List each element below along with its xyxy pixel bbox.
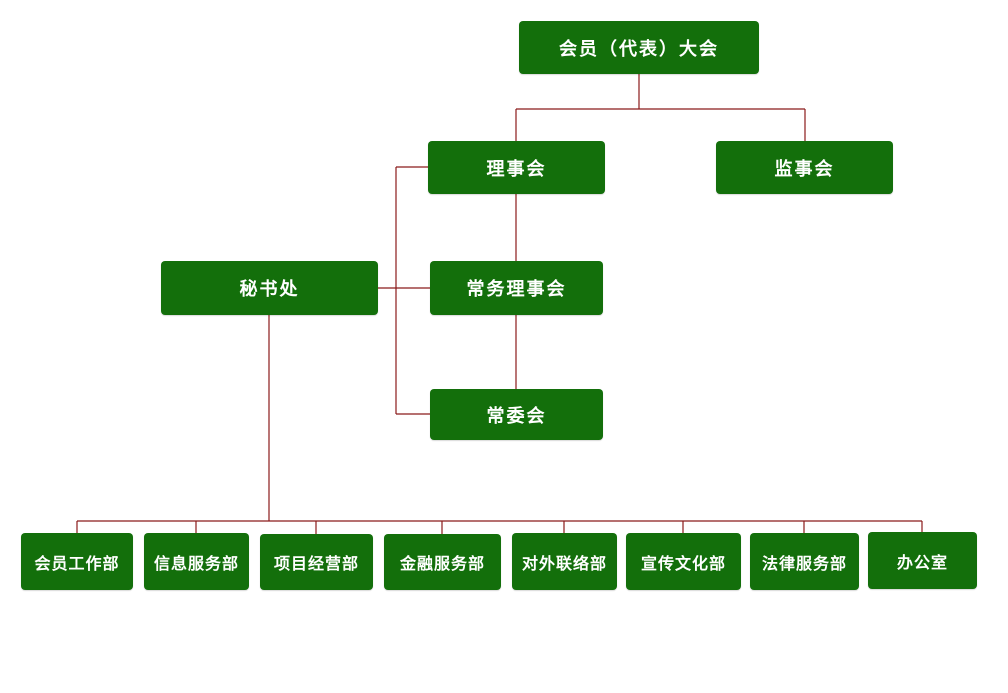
node-department: 对外联络部	[512, 533, 617, 590]
connector-assembly-branch	[515, 74, 806, 141]
node-standing-committee: 常委会	[430, 389, 603, 440]
node-supervisory-board: 监事会	[716, 141, 893, 194]
node-standing-council: 常务理事会	[430, 261, 603, 315]
node-secretariat: 秘书处	[161, 261, 378, 315]
node-department: 办公室	[868, 532, 977, 589]
node-council: 理事会	[428, 141, 605, 194]
node-department: 信息服务部	[144, 533, 249, 590]
node-department: 宣传文化部	[626, 533, 741, 590]
connector-departments-bus	[76, 520, 923, 534]
node-department: 法律服务部	[750, 533, 859, 590]
node-department: 项目经营部	[260, 534, 373, 590]
connector-secretariat-bracket	[378, 166, 430, 415]
node-department: 金融服务部	[384, 534, 501, 590]
node-member-assembly: 会员（代表）大会	[519, 21, 759, 74]
node-department: 会员工作部	[21, 533, 133, 590]
